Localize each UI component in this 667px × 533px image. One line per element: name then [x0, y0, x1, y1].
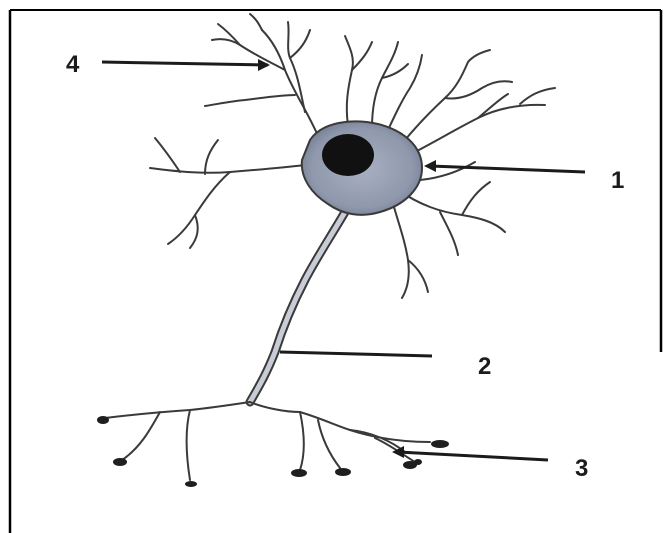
- nucleus: [322, 134, 374, 176]
- figure-frame: [10, 10, 661, 533]
- label-2: 2: [478, 353, 491, 380]
- axon: [250, 200, 352, 402]
- label-3: 3: [575, 455, 588, 482]
- label-1: 1: [611, 167, 624, 194]
- arrow-1: [430, 166, 585, 172]
- arrow-4: [102, 62, 268, 65]
- arrow-3: [398, 452, 548, 460]
- arrow-2: [280, 352, 432, 356]
- axon-terminals: [105, 402, 430, 480]
- label-4: 4: [66, 51, 80, 78]
- callout-arrows: [102, 59, 585, 460]
